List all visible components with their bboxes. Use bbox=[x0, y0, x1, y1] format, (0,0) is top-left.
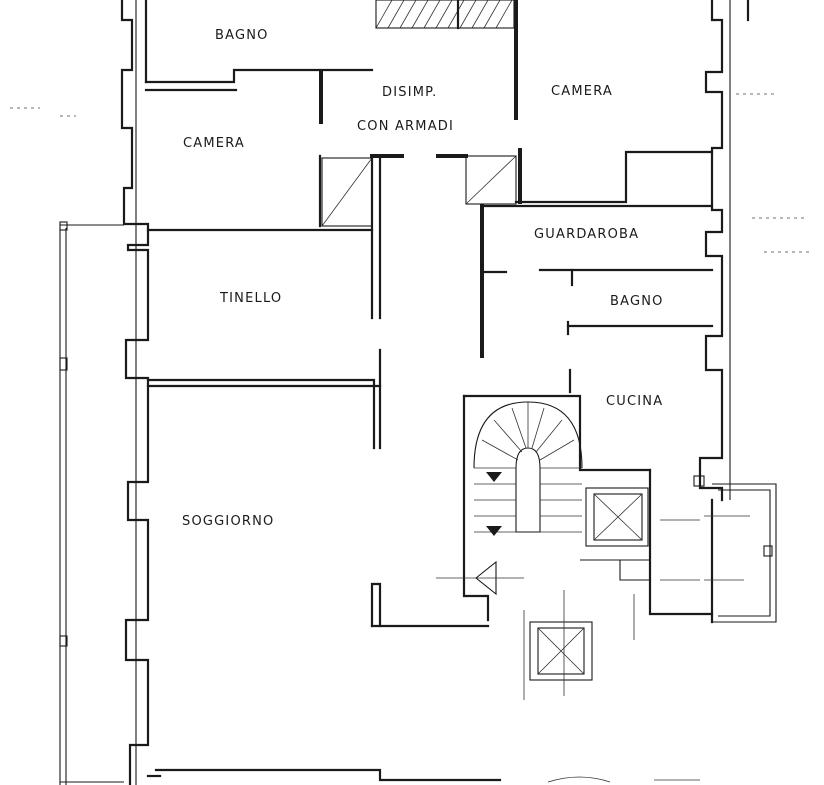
guardaroba-walls bbox=[480, 204, 714, 358]
tinello-walls bbox=[146, 348, 382, 450]
elevator-shafts bbox=[523, 487, 649, 700]
bagno-top-walls bbox=[144, 68, 374, 124]
balcony-right bbox=[693, 475, 777, 624]
camera-left-walls bbox=[146, 154, 404, 320]
dimension-marks bbox=[10, 93, 812, 783]
left-exterior-wall bbox=[120, 0, 150, 785]
camera-right-walls bbox=[436, 148, 714, 205]
soggiorno-walls bbox=[146, 582, 502, 782]
cucina-walls bbox=[568, 368, 714, 616]
label-bagno-top: BAGNO bbox=[215, 28, 269, 43]
bagno-right-walls bbox=[566, 320, 714, 336]
label-camera-left: CAMERA bbox=[183, 136, 245, 151]
label-bagno-right: BAGNO bbox=[610, 294, 664, 309]
label-tinello: TINELLO bbox=[219, 291, 282, 306]
room-labels: BAGNO DISIMP. CON ARMADI CAMERA CAMERA G… bbox=[182, 28, 664, 529]
staircase bbox=[436, 394, 652, 622]
label-disimp: DISIMP. bbox=[382, 85, 438, 100]
label-guardaroba: GUARDAROBA bbox=[534, 227, 639, 242]
label-con-armadi: CON ARMADI bbox=[357, 119, 454, 134]
label-soggiorno: SOGGIORNO bbox=[182, 514, 275, 529]
label-cucina: CUCINA bbox=[606, 394, 663, 409]
balcony-left bbox=[59, 221, 124, 785]
label-camera-right: CAMERA bbox=[551, 84, 613, 99]
wardrobe-top bbox=[375, 0, 518, 120]
right-exterior-wall bbox=[698, 0, 750, 502]
